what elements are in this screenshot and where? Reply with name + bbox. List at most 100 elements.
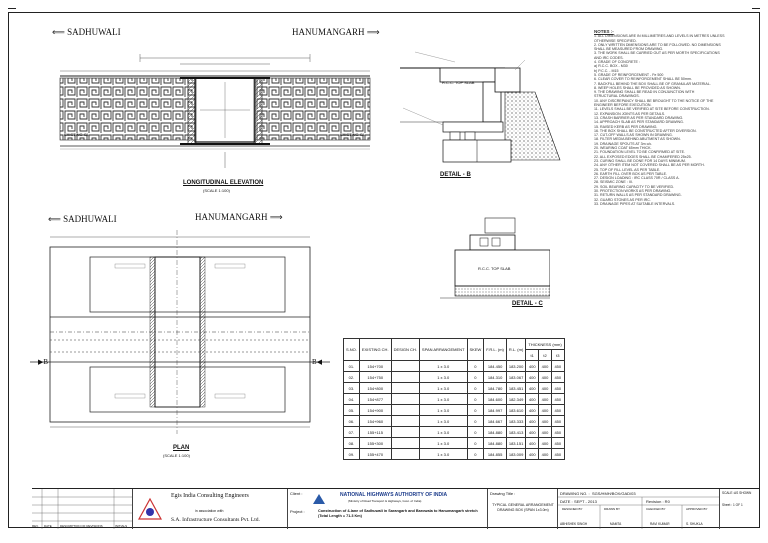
table-cell: 400 <box>538 437 552 449</box>
table-cell: 04. <box>343 393 360 405</box>
detail-c-label: R.C.C. TOP SLAB <box>478 266 511 271</box>
elevation-right-direction: HANUMANGARH ⟹ <box>292 27 380 38</box>
section-right-label: B <box>312 358 317 366</box>
drawn-by: MAMTA <box>610 522 622 526</box>
drawing-title: TYPICAL GENERAL ARRANGEMENT DRAWING BOX … <box>492 503 554 512</box>
table-cell: 1 x 3.0 <box>418 393 468 405</box>
table-cell: 155+470 <box>358 448 392 460</box>
plan-caption: PLAN <box>173 445 190 451</box>
note-line: OTHERWISE SPECIFIED. <box>594 38 637 43</box>
table-cell: 400 <box>538 382 552 394</box>
approved-by-label: APPROVED BY <box>686 507 708 511</box>
table-cell: 400 <box>538 426 552 438</box>
table-cell: 1 x 3.0 <box>418 415 468 427</box>
note-line: 10. ANY DISCREPANCY SHALL BE BROUGHT TO … <box>594 98 714 103</box>
plan-right-place: HANUMANGARH <box>195 212 268 222</box>
table-cell: 450 <box>550 382 565 394</box>
svg-text:EXISTING GL: EXISTING GL <box>340 132 366 137</box>
table-cell: 400 <box>525 360 540 372</box>
checked-by-label: CHECKED BY <box>646 507 666 511</box>
table-cell: 184.667 <box>483 415 507 427</box>
note-line: 18. FILTER MEDIA BEHIND ABUTMENT AS SHOW… <box>594 137 681 142</box>
client-cell: Client : Project : NATIONAL HIGHWAYS AUT… <box>287 489 487 529</box>
sheet-label: Sheet : 1 OF 1 <box>722 503 743 507</box>
table-cell: 184.310 <box>483 371 507 383</box>
table-cell: 0 <box>466 382 485 394</box>
note-line: 5. GRADE OF REINFORCEMENT - Fe 500 <box>594 72 664 77</box>
table-cell: 0 <box>466 415 485 427</box>
note-line: STRUCTURAL DRAWINGS. <box>594 94 640 99</box>
table-subheader: t3 <box>550 349 565 361</box>
table-header: DESIGN CH. <box>390 338 420 361</box>
table-header: SKEW <box>466 338 485 361</box>
note-line: 15. RAISED KERB AS PER DRAWING. <box>594 124 658 129</box>
scale-cell: SCALE : AS SHOWN Sheet : 1 OF 1 <box>719 489 760 529</box>
note-line: 21. FOUNDATION LEVEL TO BE CONFIRMED AT … <box>594 150 685 155</box>
detail-b-label: R.C.C. TOP SLAB <box>442 80 475 85</box>
table-cell: 450 <box>550 404 565 416</box>
table-cell: 1 x 3.0 <box>418 404 468 416</box>
table-cell: 183.067 <box>505 371 527 383</box>
table-cell: 1 x 3.0 <box>418 448 468 460</box>
note-line: 12. EXPANSION JOINTS AS PER DETAILS. <box>594 111 666 116</box>
table-cell: 184.997 <box>483 404 507 416</box>
scale-value: AS SHOWN <box>734 491 752 495</box>
elevation-caption: LONGITUDINAL ELEVATION <box>183 180 264 186</box>
left-arrow-icon: ⟸ <box>48 214 61 224</box>
table-cell: 400 <box>525 393 540 405</box>
note-line: 17. CUT-OFF WALLS AS SHOWN IN DRAWING. <box>594 133 673 138</box>
arrow-right-icon: ▶ <box>38 358 44 366</box>
table-cell <box>390 415 420 427</box>
arrow-left-icon: ◀ <box>316 358 323 366</box>
table-cell <box>390 437 420 449</box>
consultant2-name: S.A. Infrastructure Consultants Pvt. Ltd… <box>171 517 260 523</box>
table-cell: 400 <box>538 360 552 372</box>
table-cell: 183.200 <box>505 360 527 372</box>
client-label: Client : <box>290 491 303 496</box>
note-line: 25. TOP OF FILL LEVEL AS PER TABLE. <box>594 167 661 172</box>
detail-b-caption: DETAIL - B <box>440 172 471 178</box>
table-cell: 155+115 <box>358 426 392 438</box>
table-cell: 07. <box>343 426 360 438</box>
plan-left-direction: ⟸ SADHUWALI <box>48 214 117 225</box>
scale-label: SCALE : <box>722 491 735 495</box>
table-subheader: t1 <box>525 349 540 361</box>
table-cell <box>390 382 420 394</box>
table-cell: 1 x 3.0 <box>418 382 468 394</box>
table-cell: 0 <box>466 426 485 438</box>
note-line: 4. GRADE OF CONCRETE : <box>594 60 640 65</box>
table-cell: 400 <box>538 448 552 460</box>
table-cell: 06. <box>343 415 360 427</box>
note-line: 6. CLEAR COVER TO REINFORCEMENT SHALL BE… <box>594 77 692 82</box>
longitudinal-elevation-drawing: EXISTING GL EXISTING GL <box>59 54 371 168</box>
note-line: a) R.C.C. BOX - M30 <box>594 64 628 69</box>
note-line: 2. ONLY WRITTEN DIMENSIONS ARE TO BE FOL… <box>594 42 721 47</box>
right-arrow-icon: ⟹ <box>366 27 380 37</box>
elevation-left-direction: ⟸ SADHUWALI <box>52 27 121 38</box>
drawing-no-label: DRAWING NO. : <box>560 491 590 496</box>
plan-left-place: SADHUWALI <box>63 214 117 224</box>
table-cell: 154+877 <box>358 393 392 405</box>
table-cell: 1 x 3.0 <box>418 360 468 372</box>
consultant-association: in association with <box>195 509 224 513</box>
table-cell: 1 x 3.0 <box>418 426 468 438</box>
table-cell: 183.333 <box>505 415 527 427</box>
table-cell: 08. <box>343 437 360 449</box>
table-cell: 184.600 <box>483 393 507 405</box>
table-cell <box>390 404 420 416</box>
table-cell: 183.413 <box>505 426 527 438</box>
table-cell: 182.349 <box>505 393 527 405</box>
note-line: 31. RETURN WALLS AS PER STANDARD DRAWING… <box>594 193 682 198</box>
plan-scale: (SCALE 1:100) <box>163 453 190 458</box>
table-cell: 450 <box>550 415 565 427</box>
section-left-label: B <box>43 358 49 366</box>
table-cell: 09. <box>343 448 360 460</box>
note-line: 3. THE WORK SHALL BE CARRIED OUT AS PER … <box>594 51 720 56</box>
consultant-name: Egis India Consulting Engineers <box>171 493 249 499</box>
table-cell: 154+960 <box>358 415 392 427</box>
table-cell: 0 <box>466 393 485 405</box>
elevation-left-place: SADHUWALI <box>67 27 121 37</box>
